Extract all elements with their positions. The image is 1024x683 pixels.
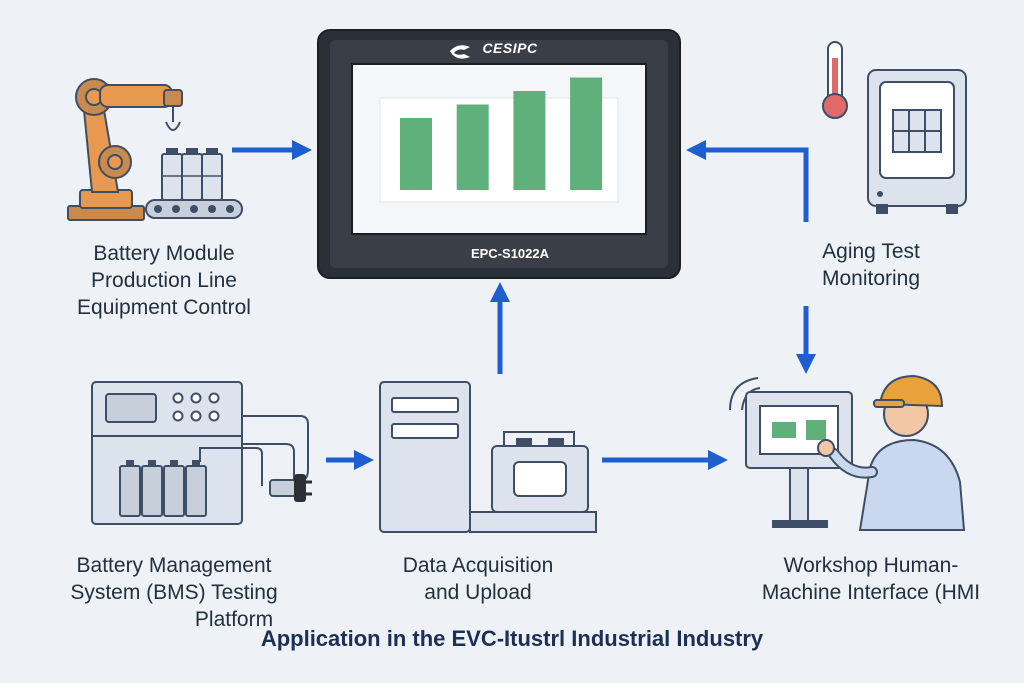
device-model: EPC-S1022A [470,246,550,261]
label-bms: Battery Management System (BMS) Testing … [70,554,278,631]
bms-test-cabinet-icon [91,381,309,525]
battery-unit-icon [469,431,597,533]
chart-bar-4 [570,77,603,190]
server-tower-icon [379,381,471,533]
label-battery-module: Battery Module Production Line Equipment… [77,242,251,319]
aging-cabinet-icon [867,69,967,214]
bar-chart [400,77,603,190]
worker-icon [817,374,966,531]
battery-stack-icon [161,148,223,201]
arrow-aging-to-pc [686,140,809,222]
flow-arrows [232,140,816,470]
connector-plug-icon [269,474,312,502]
thermometer-icon [822,41,848,119]
conveyor-belt-icon [145,199,243,219]
chart-bar-1 [400,118,432,190]
chart-bar-2 [456,104,489,190]
robot-arm-icon [67,78,183,221]
label-hmi: Workshop Human- Machine Interface (HMI [761,554,981,604]
industrial-pc-device [317,29,681,279]
chart-bar-3 [513,91,546,190]
label-data-acquisition: Data Acquisition and Upload [402,554,554,604]
diagram-caption: Application in the EVC-Itustrl Industria… [260,626,764,651]
label-aging-test: Aging Test Monitoring [821,240,921,290]
device-brand: CESIPC [482,40,538,56]
